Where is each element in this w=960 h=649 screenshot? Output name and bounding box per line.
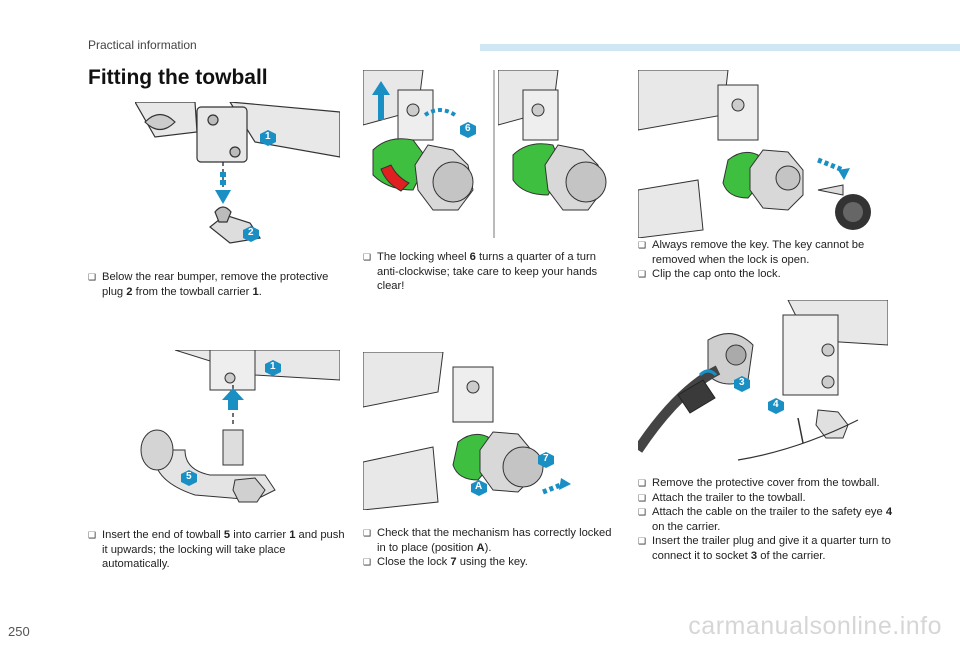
figure-locking-wheel: 6: [363, 70, 490, 238]
figure-insert-towball: 1 5: [135, 350, 340, 510]
page-title: Fitting the towball: [88, 66, 268, 89]
callout-1: 1: [265, 360, 281, 376]
callout-2: 2: [243, 226, 259, 242]
instruction-check-lock: Check that the mechanism has correctly l…: [363, 526, 618, 570]
callout-5: 5: [181, 470, 197, 486]
instruction-item: Insert the end of towball 5 into carrier…: [88, 528, 348, 572]
instruction-locking-wheel: The locking wheel 6 turns a quarter of a…: [363, 250, 618, 294]
callout-badge-icon: [768, 398, 784, 414]
instruction-item: Close the lock 7 using the key.: [363, 555, 618, 570]
callout-badge-icon: [265, 360, 281, 376]
instruction-item: Below the rear bumper, remove the protec…: [88, 270, 343, 299]
section-header: Practical information: [88, 38, 197, 52]
instruction-item: Clip the cap onto the lock.: [638, 267, 893, 282]
callout-badge-icon: [471, 480, 487, 496]
figure-remove-key: [638, 70, 888, 238]
callout-4: 4: [768, 398, 784, 414]
instruction-remove-key: Always remove the key. The key cannot be…: [638, 238, 893, 282]
watermark: carmanualsonline.info: [688, 612, 942, 640]
figure-remove-plug: 1 2: [135, 102, 340, 255]
instruction-item: Attach the cable on the trailer to the s…: [638, 505, 893, 534]
callout-badge-icon: [260, 130, 276, 146]
instruction-remove-plug: Below the rear bumper, remove the protec…: [88, 270, 343, 299]
instruction-item: Always remove the key. The key cannot be…: [638, 238, 893, 267]
callout-3: 3: [734, 376, 750, 392]
callout-1: 1: [260, 130, 276, 146]
callout-6: 6: [460, 122, 476, 138]
callout-badge-icon: [538, 452, 554, 468]
figure-divider: [493, 70, 495, 238]
instruction-item: The locking wheel 6 turns a quarter of a…: [363, 250, 618, 294]
instruction-attach-trailer: Remove the protective cover from the tow…: [638, 476, 893, 564]
callout-A: A: [471, 480, 487, 496]
figure-trailer-plug: 3 4: [638, 300, 888, 472]
instruction-item: Check that the mechanism has correctly l…: [363, 526, 618, 555]
figure-check-lock: 7 A: [363, 352, 578, 510]
header-accent-bar: [480, 44, 960, 51]
instruction-item: Insert the trailer plug and give it a qu…: [638, 534, 893, 563]
callout-badge-icon: [243, 226, 259, 242]
instruction-item: Remove the protective cover from the tow…: [638, 476, 893, 491]
figure-locking-wheel-turned: [498, 70, 620, 238]
instruction-insert-towball: Insert the end of towball 5 into carrier…: [88, 528, 348, 572]
instruction-item: Attach the trailer to the towball.: [638, 491, 893, 506]
page-number: 250: [8, 624, 30, 639]
callout-badge-icon: [181, 470, 197, 486]
callout-badge-icon: [460, 122, 476, 138]
callout-7: 7: [538, 452, 554, 468]
callout-badge-icon: [734, 376, 750, 392]
